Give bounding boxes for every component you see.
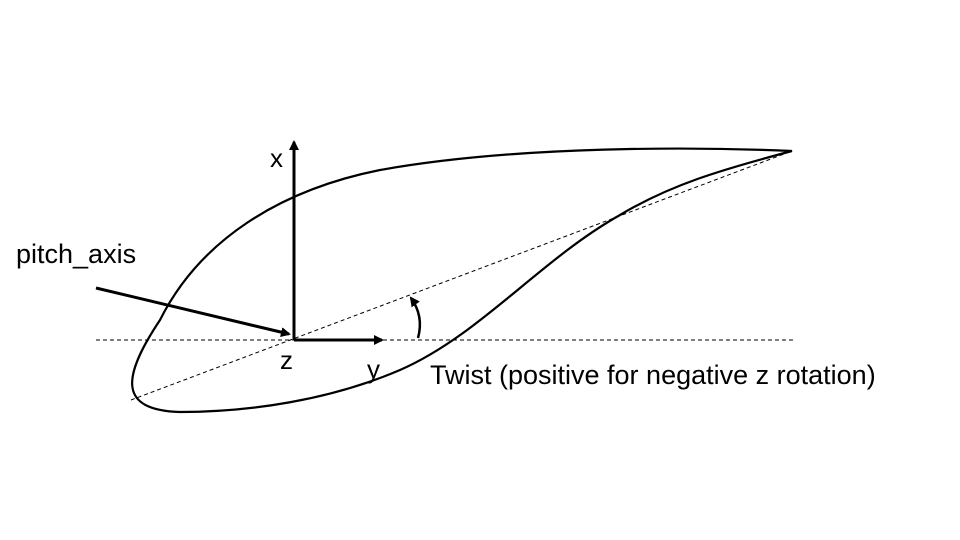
airfoil-outline (131, 147, 793, 414)
y-axis-label: y (367, 354, 380, 384)
twist-label: Twist (positive for negative z rotation) (430, 360, 876, 390)
z-axis-label: z (280, 345, 293, 375)
pitch-axis-pointer-arrow (95, 286, 291, 338)
pitch-axis-label: pitch_axis (16, 239, 137, 269)
twist-angle-arc-arrow (409, 296, 422, 339)
chord-line (130, 150, 793, 401)
x-axis-label: x (270, 143, 283, 173)
